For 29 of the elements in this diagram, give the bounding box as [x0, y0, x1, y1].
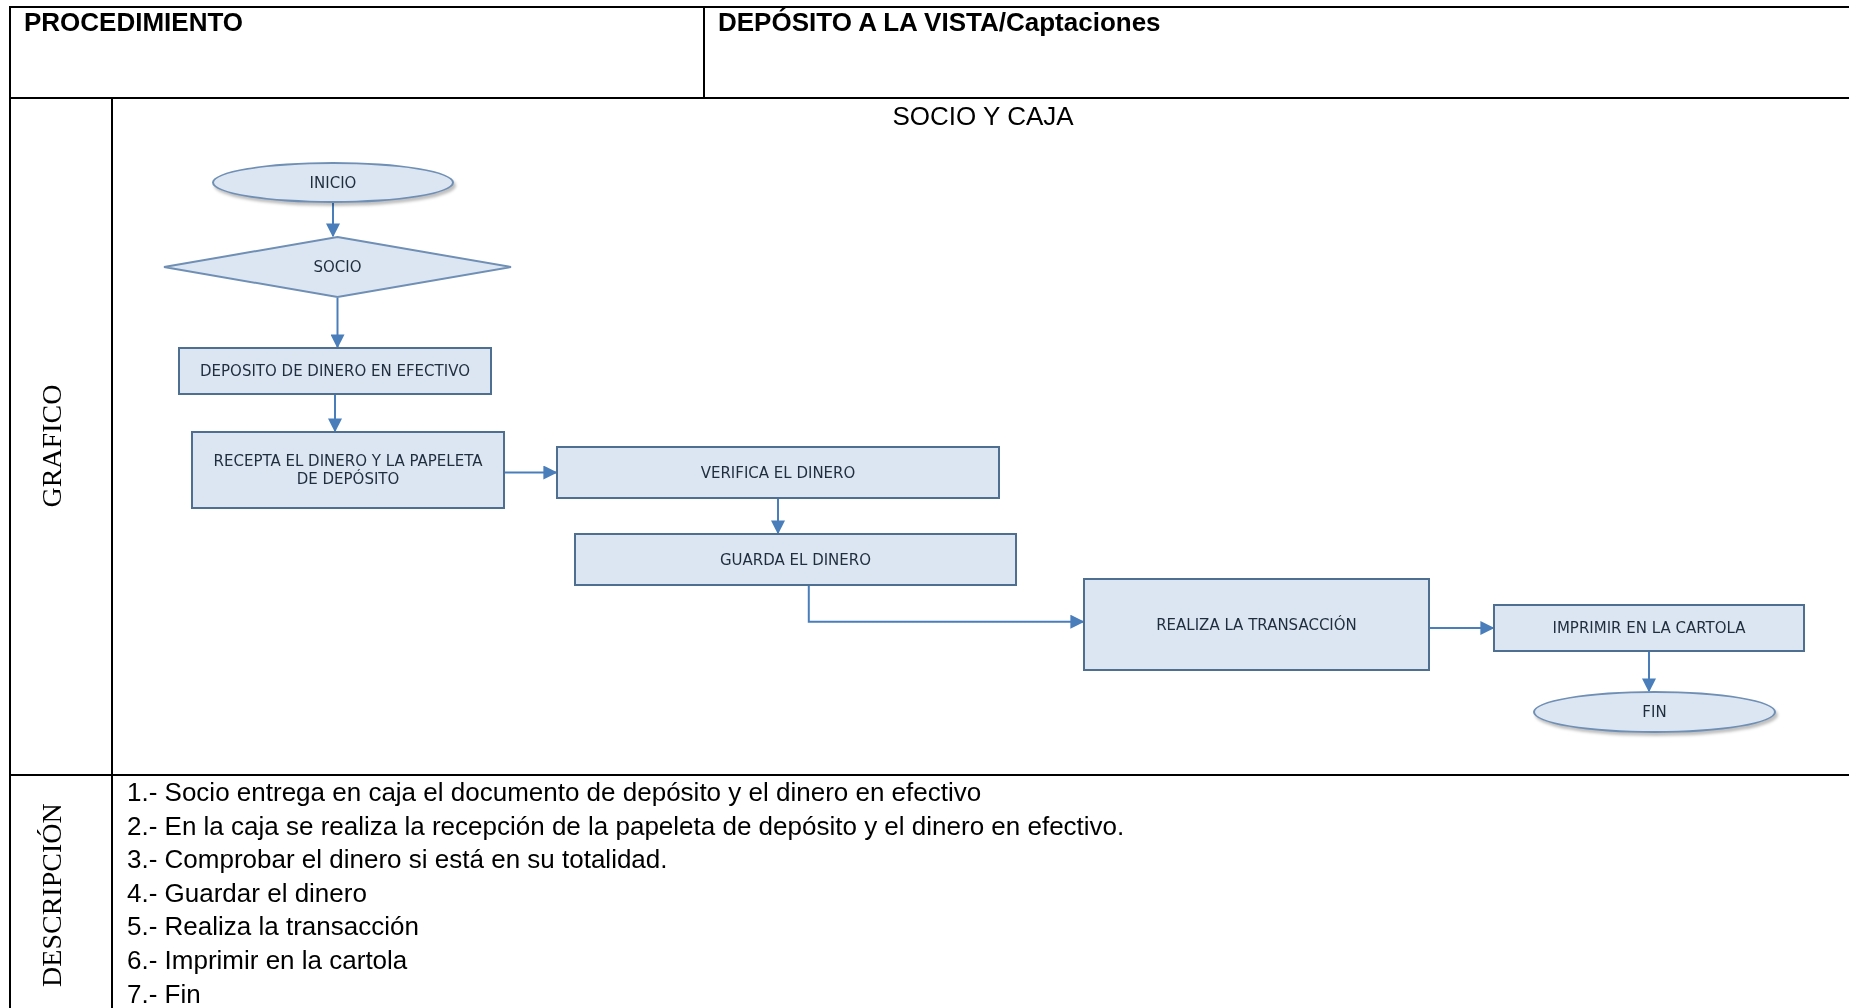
- process-box: GUARDA EL DINERO: [574, 533, 1017, 586]
- arrow: [326, 202, 340, 238]
- process-box: DEPOSITO DE DINERO EN EFECTIVO: [178, 347, 492, 395]
- description-step: 2.- En la caja se realiza la recepción de la papeleta de depósito y el dinero en efectivo.: [127, 811, 1125, 842]
- row-heading: GRAFICO: [35, 384, 68, 508]
- header-cell-text: PROCEDIMIENTO: [24, 8, 244, 38]
- description-step: 5.- Realiza la transacción: [127, 912, 419, 943]
- start-ellipse: INICIO: [212, 162, 454, 203]
- arrow: [807, 585, 1085, 629]
- decision-diamond: SOCIO: [163, 236, 512, 298]
- arrow: [330, 297, 345, 349]
- header-cell-text: DEPÓSITO A LA VISTA/Captaciones: [718, 8, 1161, 38]
- description-step: 4.- Guardar el dinero: [127, 878, 367, 909]
- arrow: [1429, 621, 1495, 635]
- process-box: RECEPTA EL DINERO Y LA PAPELETA DE DEPÓSITO: [191, 431, 505, 509]
- description-step: 1.- Socio entrega en caja el documento de depósito y el dinero en efectivo: [127, 778, 982, 808]
- row-heading: DESCRIPCIÓN: [35, 803, 68, 987]
- arrow: [504, 465, 558, 480]
- arrow: [328, 394, 342, 433]
- section-heading: SOCIO Y CAJA: [892, 102, 1074, 132]
- process-box: IMPRIMIR EN LA CARTOLA: [1493, 604, 1805, 652]
- arrow: [771, 498, 785, 535]
- description-step: 7.- Fin: [127, 979, 201, 1008]
- process-box: REALIZA LA TRANSACCIÓN: [1083, 578, 1430, 671]
- description-step: 6.- Imprimir en la cartola: [127, 946, 408, 976]
- description-step: 3.- Comprobar el dinero si está en su totalidad.: [127, 845, 668, 876]
- process-box: VERIFICA EL DINERO: [556, 446, 1000, 499]
- arrow: [1642, 651, 1656, 693]
- end-ellipse: FIN: [1533, 691, 1776, 733]
